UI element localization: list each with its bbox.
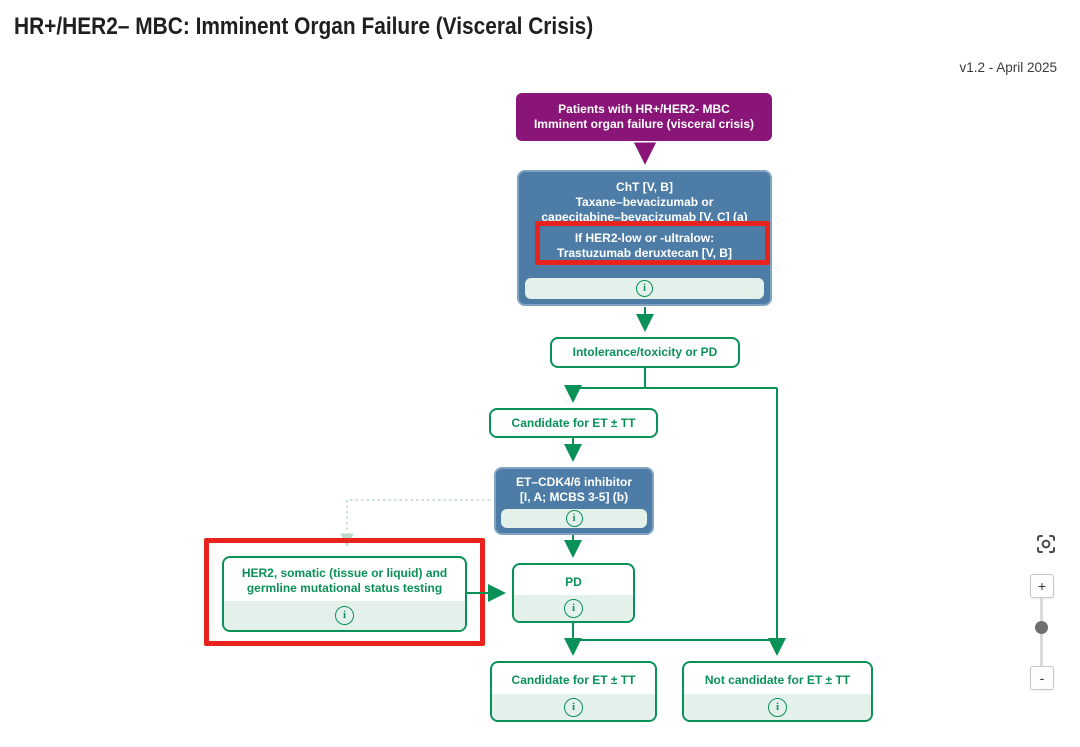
node-her2-testing[interactable]: HER2, somatic (tissue or liquid) and ger… <box>222 556 467 632</box>
node-cht-line5: Trastuzumab deruxtecan [V, B] <box>557 246 732 260</box>
node-candidate-bottom-footer: i <box>492 694 655 720</box>
node-candidate-bottom-label: Candidate for ET ± TT <box>511 673 636 687</box>
node-etcdk[interactable]: ET–CDK4/6 inhibitor [I, A; MCBS 3-5] (b)… <box>494 467 654 535</box>
highlight-rect-her2low <box>535 221 770 265</box>
info-icon[interactable]: i <box>636 280 653 297</box>
node-not-candidate-footer: i <box>684 694 871 720</box>
focus-crosshair-icon <box>1037 535 1055 553</box>
node-patients-line2: Imminent organ failure (visceral crisis) <box>533 117 755 131</box>
node-etcdk-line2: [I, A; MCBS 3-5] (b) <box>519 490 629 504</box>
info-icon[interactable]: i <box>335 606 354 625</box>
node-candidate-mid-label: Candidate for ET ± TT <box>511 416 636 430</box>
version-label: v1.2 - April 2025 <box>959 60 1057 75</box>
node-cht-line4: If HER2-low or -ultralow: <box>574 231 715 245</box>
node-cht-line2: Taxane–bevacizumab or <box>575 195 714 209</box>
node-intolerance: Intolerance/toxicity or PD <box>550 337 740 368</box>
node-cht-line3: capecitabine–bevacizumab [V, C] (a) <box>541 210 748 224</box>
node-patients-line1: Patients with HR+/HER2- MBC <box>558 102 730 116</box>
node-intolerance-label: Intolerance/toxicity or PD <box>572 345 718 359</box>
page-title: HR+/HER2– MBC: Imminent Organ Failure (V… <box>14 13 594 40</box>
zoom-out-button[interactable]: - <box>1030 666 1054 690</box>
node-patients: Patients with HR+/HER2- MBC Imminent org… <box>516 93 772 141</box>
info-icon[interactable]: i <box>564 697 583 717</box>
node-etcdk-footer: i <box>501 509 647 528</box>
info-icon[interactable]: i <box>768 697 787 717</box>
node-etcdk-line1: ET–CDK4/6 inhibitor <box>515 475 632 489</box>
node-not-candidate[interactable]: Not candidate for ET ± TT i <box>682 661 873 722</box>
node-candidate-mid: Candidate for ET ± TT <box>489 408 658 438</box>
node-cht[interactable]: ChT [V, B] Taxane–bevacizumab or capecit… <box>517 170 772 306</box>
connector-pd-junction <box>572 623 777 641</box>
node-pd-label: PD <box>565 575 582 589</box>
zoom-slider-handle[interactable] <box>1035 621 1048 634</box>
node-cht-line1: ChT [V, B] <box>616 180 673 194</box>
node-not-candidate-label: Not candidate for ET ± TT <box>704 673 851 687</box>
node-her2-line2: germline mutational status testing <box>246 581 443 595</box>
info-icon[interactable]: i <box>564 598 583 618</box>
focus-reset-button[interactable] <box>1034 532 1058 556</box>
node-pd-footer: i <box>514 595 633 621</box>
node-her2-footer: i <box>224 601 465 630</box>
highlight-rect-her2-testing <box>204 538 485 646</box>
node-candidate-bottom[interactable]: Candidate for ET ± TT i <box>490 661 657 722</box>
node-cht-footer: i <box>525 278 764 299</box>
connector-intolerance-junction <box>573 368 777 389</box>
info-icon[interactable]: i <box>565 510 583 527</box>
zoom-in-button[interactable]: + <box>1030 574 1054 598</box>
node-her2-line1: HER2, somatic (tissue or liquid) and <box>241 566 448 580</box>
node-pd[interactable]: PD i <box>512 563 635 623</box>
